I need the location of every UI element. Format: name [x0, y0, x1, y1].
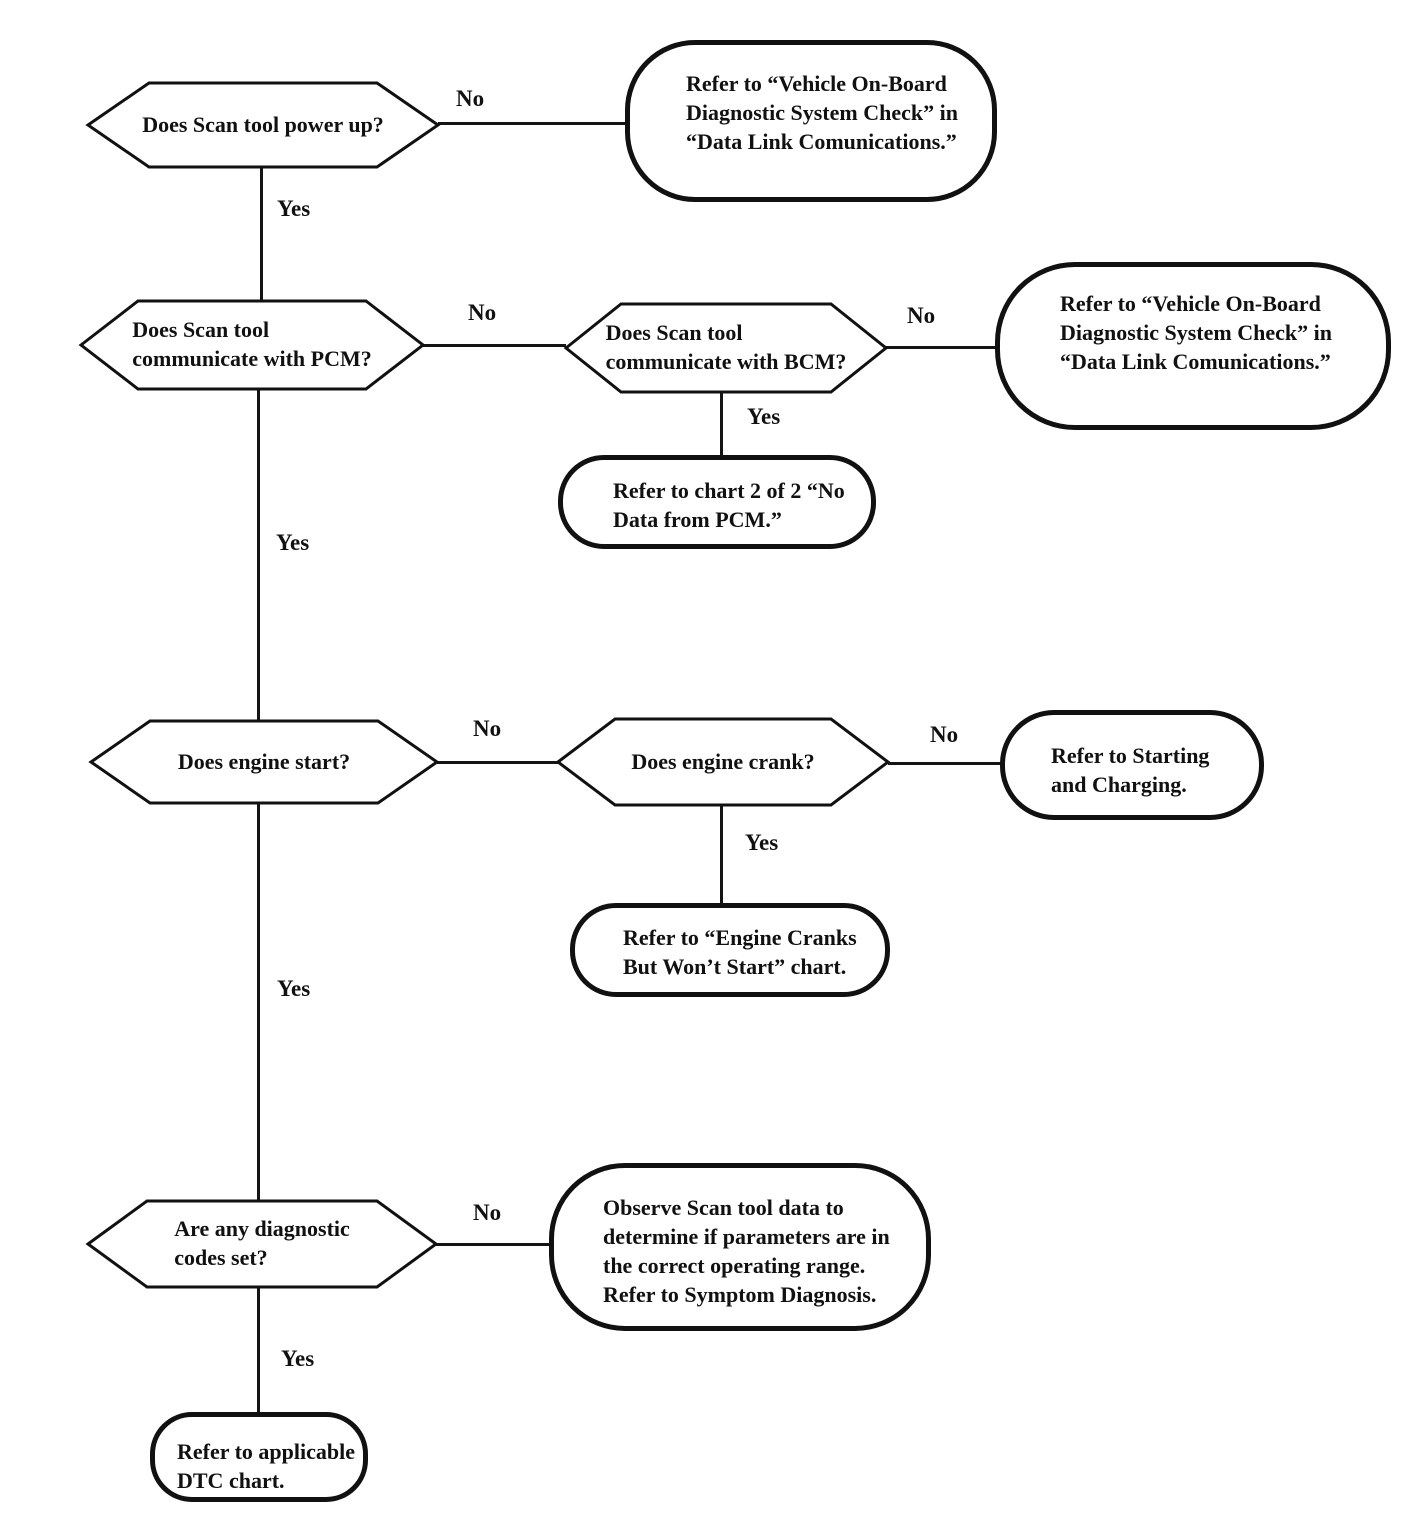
- decision-scan-tool-power: Does Scan tool power up?: [85, 80, 441, 170]
- hexagon-shape: [555, 717, 891, 807]
- decision-label: Does Scan tool communicate with BCM?: [605, 320, 847, 374]
- terminal-applicable-dtc-chart: Refer to applicable DTC chart.: [150, 1412, 368, 1502]
- connector-power-yes: [260, 168, 263, 302]
- terminal-starting-charging: Refer to Starting and Charging.: [1000, 710, 1264, 820]
- connector-power-no: [438, 122, 628, 125]
- edge-label-no: No: [473, 716, 502, 741]
- terminal-obd-system-check-2: Refer to “Vehicle On-Board Diagnostic Sy…: [995, 262, 1391, 430]
- decision-scan-communicates-pcm: Does Scan tool communicate with PCM?: [78, 298, 426, 392]
- hexagon-shape: [563, 302, 889, 394]
- terminal-obd-system-check-1: Refer to “Vehicle On-Board Diagnostic Sy…: [625, 40, 997, 202]
- edge-label-no: No: [930, 722, 959, 747]
- edge-label-no: No: [456, 86, 485, 111]
- connector-crank-no: [888, 762, 1002, 765]
- edge-label-yes: Yes: [745, 830, 779, 855]
- edge-label-yes: Yes: [747, 404, 781, 429]
- connector-start-yes: [257, 804, 260, 1201]
- connector-bcm-no: [886, 346, 998, 349]
- terminal-chart-2-no-data-pcm: Refer to chart 2 of 2 “No Data from PCM.…: [558, 455, 876, 549]
- hexagon-shape: [85, 1199, 439, 1289]
- decision-engine-start: Does engine start?: [88, 718, 440, 806]
- connector-crank-yes: [720, 805, 723, 906]
- decision-label: Does engine start?: [177, 748, 351, 774]
- connector-codes-yes: [257, 1288, 260, 1415]
- edge-label-no: No: [468, 300, 497, 325]
- edge-label-no: No: [907, 303, 936, 328]
- hexagon-shape: [88, 719, 440, 805]
- decision-label: Does Scan tool communicate with PCM?: [132, 317, 372, 371]
- edge-label-yes: Yes: [277, 976, 311, 1001]
- connector-start-no: [437, 761, 558, 764]
- edge-label-yes: Yes: [277, 196, 311, 221]
- decision-engine-crank: Does engine crank?: [555, 716, 891, 808]
- connector-codes-no: [436, 1243, 553, 1246]
- decision-diagnostic-codes-set: Are any diagnostic codes set?: [85, 1198, 439, 1290]
- edge-label-yes: Yes: [281, 1346, 315, 1371]
- hexagon-shape: [78, 299, 426, 391]
- hexagon-shape: [85, 81, 441, 169]
- terminal-observe-scan-data: Observe Scan tool data to determine if p…: [549, 1163, 931, 1331]
- decision-label: Does engine crank?: [631, 748, 815, 774]
- edge-label-no: No: [473, 1200, 502, 1225]
- edge-label-yes: Yes: [276, 530, 310, 555]
- decision-scan-communicates-bcm: Does Scan tool communicate with BCM?: [563, 301, 889, 395]
- connector-bcm-yes: [720, 392, 723, 457]
- decision-label: Does Scan tool power up?: [142, 111, 384, 137]
- terminal-engine-cranks-chart: Refer to “Engine Cranks But Won’t Start”…: [570, 903, 890, 997]
- connector-pcm-yes: [257, 390, 260, 721]
- connector-pcm-no: [423, 344, 566, 347]
- decision-label: Are any diagnostic codes set?: [174, 1216, 350, 1270]
